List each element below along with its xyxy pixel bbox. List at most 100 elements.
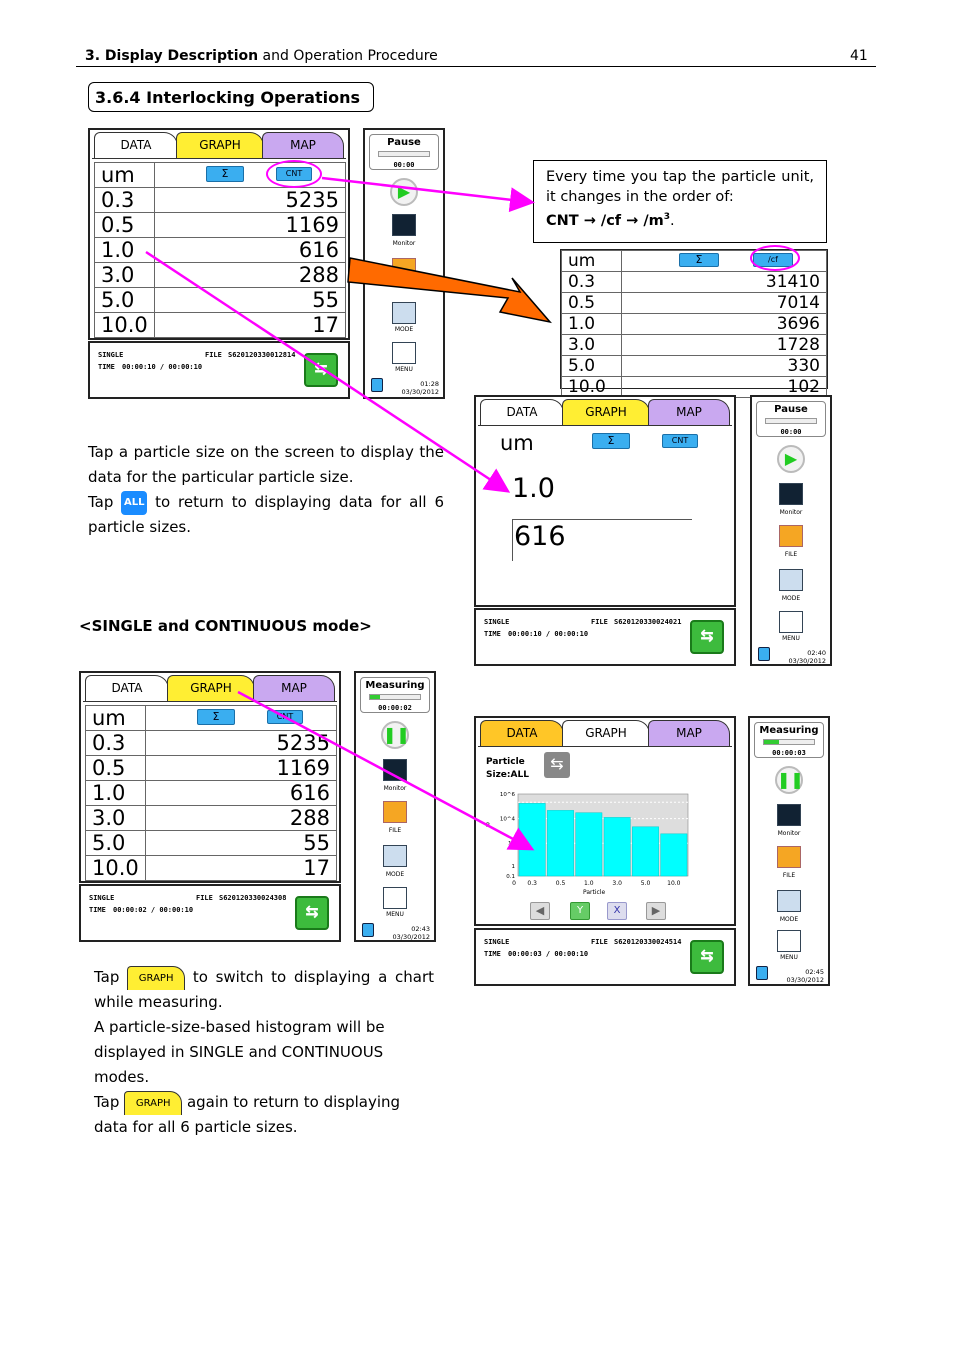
graph-tab-button[interactable]: GRAPH xyxy=(127,965,186,990)
size-cell[interactable]: 0.3 xyxy=(94,187,155,213)
nav-left-icon[interactable]: ◀ xyxy=(530,902,550,920)
size-cell[interactable]: 10.0 xyxy=(94,312,155,338)
bar xyxy=(603,817,631,877)
size-cell[interactable]: 10.0 xyxy=(85,855,146,881)
tab-graph[interactable]: GRAPH xyxy=(562,720,650,746)
size-cell[interactable]: 1.0 xyxy=(561,313,622,335)
switch-arrow-button[interactable]: ⇆ xyxy=(690,620,724,654)
tap-word: Tap xyxy=(94,968,120,986)
selected-size[interactable]: 1.0 xyxy=(512,473,555,504)
size-cell[interactable]: 0.3 xyxy=(85,730,146,756)
particle-label-1: Particle xyxy=(486,757,525,767)
switch-arrow-button[interactable]: ⇆ xyxy=(690,940,724,974)
size-cell[interactable]: 0.5 xyxy=(85,755,146,781)
monitor-label: Monitor xyxy=(779,509,803,516)
y-axis-button[interactable]: Y xyxy=(570,902,590,920)
unit-label[interactable]: um xyxy=(500,431,534,455)
unit-header[interactable]: um xyxy=(94,162,155,188)
count-cell: 55 xyxy=(154,287,346,313)
tab-map[interactable]: MAP xyxy=(253,675,335,701)
sigma-button[interactable]: Σ xyxy=(592,433,630,449)
monitor-icon[interactable] xyxy=(777,804,801,826)
tap-word: Tap xyxy=(88,493,114,511)
pause-icon[interactable]: ❚❚ xyxy=(381,721,410,749)
size-cell[interactable]: 1.0 xyxy=(85,780,146,806)
folder-icon[interactable] xyxy=(383,801,407,823)
x-tick-label: 1.0 xyxy=(584,880,594,887)
tab-map[interactable]: MAP xyxy=(648,399,730,425)
count-cell: 1169 xyxy=(154,212,346,238)
size-cell[interactable]: 0.5 xyxy=(94,212,155,238)
tab-graph[interactable]: GRAPH xyxy=(562,399,650,425)
size-cell[interactable]: 0.3 xyxy=(561,271,622,293)
tab-data[interactable]: DATA xyxy=(480,399,564,425)
pause-icon[interactable]: ❚❚ xyxy=(775,766,804,794)
size-cell[interactable]: 5.0 xyxy=(561,355,622,377)
switch-arrow-button[interactable]: ⇆ xyxy=(304,353,338,387)
menu-icon[interactable] xyxy=(392,342,416,364)
time-value: 00:00:10 / 00:00:10 xyxy=(508,630,589,638)
tab-map[interactable]: MAP xyxy=(648,720,730,746)
menu-icon[interactable] xyxy=(777,930,801,952)
sigma-button[interactable]: Σ xyxy=(679,253,719,267)
folder-icon[interactable] xyxy=(392,258,416,280)
tab-graph[interactable]: GRAPH xyxy=(176,132,264,158)
mode-icon[interactable] xyxy=(392,302,416,324)
graph-tab-button[interactable]: GRAPH xyxy=(124,1090,183,1115)
size-cell[interactable]: 0.5 xyxy=(561,292,622,314)
time-label: TIME xyxy=(484,630,501,638)
side-title: Measuring xyxy=(759,725,819,736)
sigma-button[interactable]: Σ xyxy=(206,166,244,182)
mode-icon[interactable] xyxy=(383,845,407,867)
menu-icon[interactable] xyxy=(383,887,407,909)
cnt-unit-button[interactable]: CNT xyxy=(662,434,698,448)
cnt-unit-button[interactable]: CNT xyxy=(267,710,303,724)
callout-superscript: 3 xyxy=(663,212,671,222)
callout-end: . xyxy=(670,212,675,229)
size-cell[interactable]: 1.0 xyxy=(94,237,155,263)
folder-icon[interactable] xyxy=(777,846,801,868)
tab-map[interactable]: MAP xyxy=(262,132,344,158)
x-tick-label: 0.5 xyxy=(556,880,566,887)
section-title: 3.6.4 Interlocking Operations xyxy=(88,82,374,112)
play-icon[interactable]: ▶ xyxy=(390,178,418,206)
size-cell[interactable]: 3.0 xyxy=(561,334,622,356)
menu-icon[interactable] xyxy=(779,611,803,633)
mode-icon[interactable] xyxy=(779,569,803,591)
switch-arrow-button[interactable]: ⇆ xyxy=(295,896,329,930)
size-cell[interactable]: 3.0 xyxy=(94,262,155,288)
switch-arrow-icon[interactable]: ⇆ xyxy=(544,752,570,778)
nav-right-icon[interactable]: ▶ xyxy=(646,902,666,920)
monitor-icon[interactable] xyxy=(392,214,416,236)
monitor-label: Monitor xyxy=(383,785,407,792)
all-button[interactable]: ALL xyxy=(121,490,148,515)
menu-label: MENU xyxy=(395,366,413,373)
size-cell[interactable]: 5.0 xyxy=(85,830,146,856)
clock-date: 03/30/2012 xyxy=(786,976,824,984)
mode-icon[interactable] xyxy=(777,890,801,912)
tab-data[interactable]: DATA xyxy=(85,675,169,701)
chapter-title-bold: 3. Display Description xyxy=(85,48,259,64)
clock-time: 02:45 xyxy=(805,968,824,976)
monitor-icon[interactable] xyxy=(779,483,803,505)
tab-graph[interactable]: GRAPH xyxy=(167,675,255,701)
chapter-title-rest: and Operation Procedure xyxy=(258,48,438,64)
sigma-button[interactable]: Σ xyxy=(197,709,235,725)
tab-data[interactable]: DATA xyxy=(94,132,178,158)
unit-header[interactable]: um xyxy=(85,705,146,731)
size-cell[interactable]: 3.0 xyxy=(85,805,146,831)
clock-date: 03/30/2012 xyxy=(788,657,826,665)
size-cell[interactable]: 5.0 xyxy=(94,287,155,313)
para-text: A particle-size-based histogram will be … xyxy=(94,1018,385,1086)
unit-header[interactable]: um xyxy=(561,250,622,272)
x-tick-label: 10.0 xyxy=(667,880,681,887)
x-axis-button[interactable]: X xyxy=(607,902,627,920)
tab-data[interactable]: DATA xyxy=(480,720,564,746)
monitor-icon[interactable] xyxy=(383,759,407,781)
x-origin-label: 0 xyxy=(512,880,516,887)
play-icon[interactable]: ▶ xyxy=(777,445,805,473)
folder-icon[interactable] xyxy=(779,525,803,547)
